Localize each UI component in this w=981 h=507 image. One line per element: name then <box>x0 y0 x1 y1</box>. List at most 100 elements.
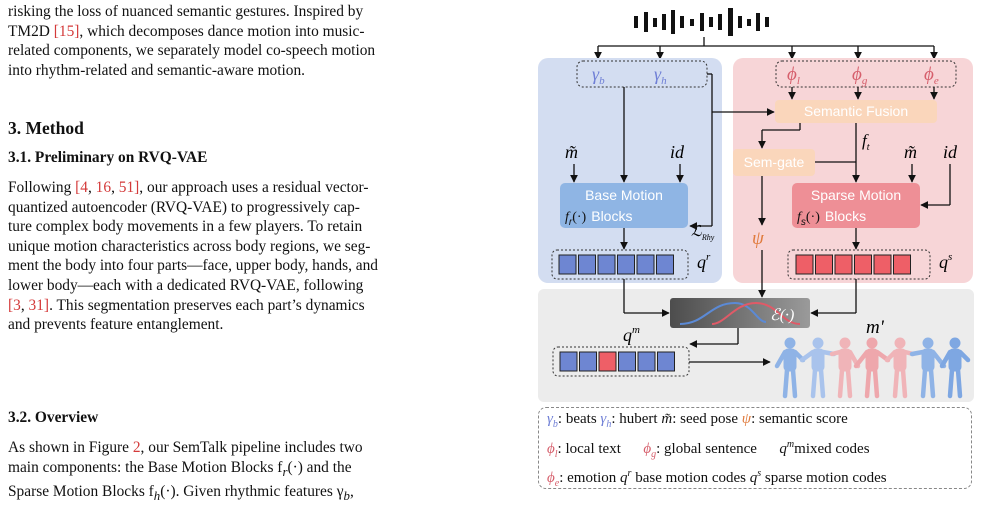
id-label-right: id <box>943 142 958 162</box>
citation-link[interactable]: [4 <box>75 179 88 196</box>
legend-text: : emotion <box>559 470 621 486</box>
id-label-left: id <box>670 142 685 162</box>
body-figure <box>774 337 806 399</box>
text-line: quantized autoencoder (RVQ-VAE) to progr… <box>8 198 360 216</box>
motion-output-figures <box>774 337 971 399</box>
text-line: risking the loss of nuanced semantic ges… <box>8 3 364 20</box>
citation-link[interactable]: 31] <box>28 296 50 314</box>
epsilon-label: ℰ(·) <box>770 307 794 324</box>
citation-link[interactable]: 16 <box>95 179 112 196</box>
code-cell <box>617 254 635 275</box>
phi-g-symbol: ϕ <box>643 440 652 457</box>
base-motion-codes <box>558 254 674 275</box>
subscript: l <box>554 448 558 460</box>
sem-gate-box <box>733 149 815 176</box>
rhythm-panel <box>538 58 722 283</box>
figure-legend: γb: beats γh: hubert m̃: seed pose ψ: se… <box>538 407 972 489</box>
intro-paragraph: risking the loss of nuanced semantic ges… <box>8 2 508 80</box>
code-cell <box>893 254 911 275</box>
text-line: (·). Given rhythmic features γ <box>160 483 344 501</box>
code-cell <box>815 254 833 275</box>
text-line: . This segmentation preserves each part’… <box>49 296 365 314</box>
semantic-fusion-box <box>775 100 937 123</box>
subscript: r <box>282 464 288 479</box>
legend-text: sparse motion codes <box>761 470 887 486</box>
code-cell <box>579 351 597 372</box>
input-distribution-lines <box>594 37 938 60</box>
legend-row-2: ϕl: local text ϕg: global sentence qmmix… <box>547 435 971 465</box>
gamma-h-symbol: γ <box>600 411 607 427</box>
legend-row-3: ϕe: emotion qr base motion codes qs spar… <box>547 464 971 494</box>
sparse-motion-fn: fs(·)Blocks <box>797 208 866 228</box>
subsection-heading: 3.1. Preliminary on RVQ-VAE <box>8 149 208 166</box>
psi-symbol: ψ <box>741 411 752 427</box>
body-figure <box>939 337 971 399</box>
text-line: ture complex body movements in a few pla… <box>8 218 363 236</box>
code-cell <box>558 254 577 275</box>
sparse-motion-box <box>792 183 920 228</box>
citation-link[interactable]: [15] <box>53 22 80 40</box>
legend-text: : semantic score <box>751 411 848 427</box>
base-motion-fn: fr(·)Blocks <box>565 208 632 228</box>
m-prime-label: m' <box>866 317 885 338</box>
blue-curve <box>679 301 767 325</box>
legend-text: : global sentence <box>656 440 780 457</box>
sparse-codes-group <box>787 249 931 280</box>
code-cell <box>656 254 674 275</box>
q-symbol: q <box>779 440 787 457</box>
epsilon-box <box>670 298 810 328</box>
body-figure <box>799 337 837 399</box>
text-line: unique motion characteristics across bod… <box>8 237 371 255</box>
legend-text: : seed pose <box>672 411 742 427</box>
text-line: main components: the Base Motion Blocks … <box>8 458 283 476</box>
code-cell <box>578 254 596 275</box>
text-line: and prevents feature entanglement. <box>8 316 224 334</box>
psi-label: ψ <box>752 228 765 249</box>
code-cell <box>598 351 617 372</box>
rvq-paragraph: Following [4, 16, 51], our approach uses… <box>8 179 378 334</box>
code-cell <box>657 351 675 372</box>
text-line: (·) and the <box>287 458 352 476</box>
subscript: b <box>343 489 350 504</box>
seed-pose-label-right: m̃ <box>904 142 917 162</box>
code-cell <box>559 351 578 372</box>
text-line: As shown in Figure <box>8 439 133 456</box>
text-line: lower body—each with a dedicated RVQ-VAE… <box>8 276 364 294</box>
base-motion-box <box>560 183 688 228</box>
subscript: g <box>651 448 657 460</box>
seed-pose-symbol: m̃ <box>661 411 673 427</box>
seed-pose-label-left: m̃ <box>565 142 578 162</box>
subscript: h <box>606 419 612 430</box>
subscript: h <box>153 489 161 504</box>
mixed-codes <box>559 351 675 372</box>
q-symbol: q <box>749 470 758 486</box>
gamma-b-symbol: γ <box>547 411 553 427</box>
citation-link[interactable]: 51] <box>118 179 140 196</box>
figure-link[interactable]: 2 <box>132 439 141 456</box>
sparse-motion-codes <box>795 254 911 275</box>
text-line: into rhythm-related and semantic-aware m… <box>8 61 306 79</box>
semtalk-pipeline-figure: γb γh ϕl ϕg ϕe Semantic Fusion Sem-gate … <box>538 8 974 402</box>
section-heading: 3. Method <box>8 118 84 138</box>
legend-text: base motion codes <box>631 470 750 486</box>
phi-l-symbol: ϕ <box>547 440 555 457</box>
base-motion-title: Base Motion <box>585 187 663 203</box>
ft-label: ft <box>862 131 870 153</box>
q-symbol: q <box>620 470 628 486</box>
legend-text: : hubert <box>611 411 662 427</box>
code-cell <box>873 254 892 275</box>
legend-text: : beats <box>557 411 601 427</box>
text-line: , our approach uses a residual vector- <box>139 179 369 196</box>
sparse-motion-title: Sparse Motion <box>811 187 901 203</box>
citation-link[interactable]: [3 <box>8 296 21 314</box>
subsection-heading: 3.2. Overview <box>8 409 99 426</box>
audio-waveform-icon <box>634 8 769 36</box>
text-line: related components, we separately model … <box>8 42 376 60</box>
subscript: b <box>552 419 558 430</box>
text-line: , <box>349 483 354 501</box>
flow-arrows <box>570 73 951 366</box>
text-line: ment the body into four parts—face, uppe… <box>8 257 378 275</box>
superscript: r <box>627 468 632 479</box>
code-cell <box>618 351 636 372</box>
phi-e-symbol: ϕ <box>547 470 555 486</box>
